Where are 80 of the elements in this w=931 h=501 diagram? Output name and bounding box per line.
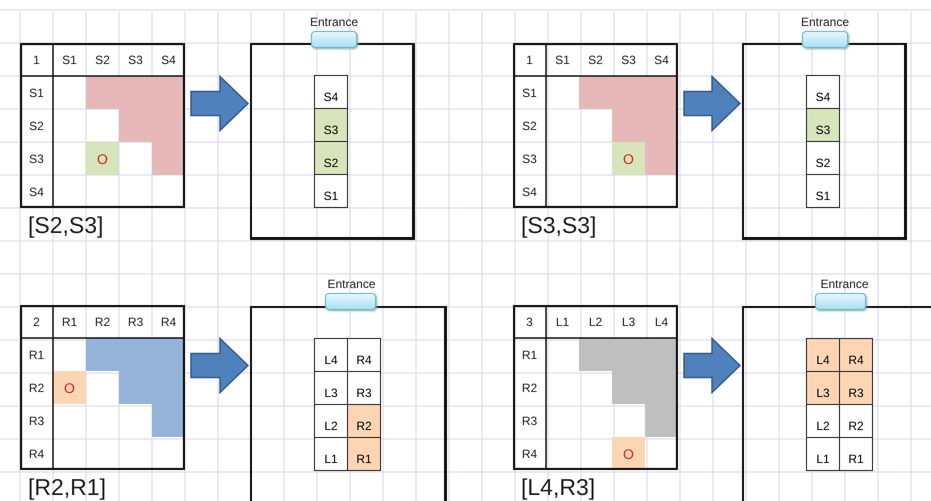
column-header: R1 (60, 315, 78, 329)
selection-mark: O (96, 152, 109, 166)
block-arrow (190, 74, 250, 132)
row-header: S3 (28, 152, 45, 166)
column-header: L1 (554, 315, 570, 329)
block-arrow (190, 336, 250, 394)
coordinate-label: [L4,R3] (521, 476, 596, 499)
row-header: S2 (521, 119, 538, 133)
storage-slot: S2 (314, 141, 348, 175)
entrance-label: Entrance (308, 15, 360, 29)
row-header: S1 (28, 86, 45, 100)
storage-slot: S3 (806, 108, 840, 142)
column-header: R3 (126, 315, 144, 329)
row-header: R1 (28, 348, 46, 362)
storage-slot: S1 (806, 174, 840, 208)
row-header: S4 (521, 185, 538, 199)
block-arrow (683, 336, 742, 394)
coordinate-label: [S2,S3] (28, 214, 104, 237)
storage-slot: S4 (806, 75, 840, 109)
column-header: S3 (127, 53, 144, 67)
selection-mark: O (622, 152, 635, 166)
storage-slot: S4 (314, 75, 348, 109)
column-header: S3 (620, 53, 637, 67)
table-number: 1 (525, 53, 534, 67)
floor-plan-frame (250, 306, 447, 501)
row-header: R1 (520, 348, 538, 362)
entrance-label: Entrance (326, 277, 377, 291)
column-header: S1 (554, 53, 571, 67)
storage-slot: R2 (347, 404, 381, 438)
selection-mark: O (63, 381, 76, 395)
floor-plan-frame (250, 43, 415, 240)
storage-slot: S2 (806, 141, 840, 175)
storage-slot: R3 (347, 371, 381, 405)
row-header: R3 (28, 414, 46, 428)
row-header: R4 (520, 447, 538, 461)
entrance-label: Entrance (819, 277, 870, 291)
column-header: L3 (620, 315, 636, 329)
storage-slot: R1 (347, 437, 381, 471)
column-header: L2 (588, 315, 604, 329)
storage-slot: L3 (314, 371, 348, 405)
row-header: R3 (520, 414, 538, 428)
column-header: R2 (94, 315, 112, 329)
storage-slot: R1 (839, 437, 873, 471)
column-header: S4 (160, 53, 177, 67)
storage-slot: L1 (806, 437, 840, 471)
floor-plan-frame (742, 43, 907, 240)
storage-slot: L1 (314, 437, 348, 471)
storage-slot: L3 (806, 371, 840, 405)
coordinate-label: [R2,R1] (28, 476, 106, 499)
row-header: R2 (520, 381, 538, 395)
column-header: L4 (654, 315, 670, 329)
column-header: S1 (61, 53, 78, 67)
storage-slot: R2 (839, 404, 873, 438)
storage-slot: S3 (314, 108, 348, 142)
storage-slot: L4 (806, 338, 840, 372)
row-header: S2 (28, 119, 45, 133)
row-header: R2 (28, 381, 46, 395)
storage-slot: R3 (839, 371, 873, 405)
table-number: 3 (525, 315, 534, 329)
row-header: R4 (28, 447, 46, 461)
storage-slot: L2 (806, 404, 840, 438)
storage-slot: L2 (314, 404, 348, 438)
table-number: 2 (32, 315, 41, 329)
storage-slot: S1 (314, 174, 348, 208)
column-header: R4 (160, 315, 178, 329)
storage-slot: L4 (314, 338, 348, 372)
block-arrow (683, 74, 742, 132)
coordinate-label: [S3,S3] (521, 214, 596, 237)
row-header: S4 (28, 185, 45, 199)
row-header: S3 (521, 152, 538, 166)
column-header: S2 (94, 53, 111, 67)
table-number: 1 (32, 53, 41, 67)
entrance-label: Entrance (800, 15, 850, 29)
floor-plan-frame (742, 306, 931, 501)
column-header: S2 (587, 53, 604, 67)
column-header: S4 (653, 53, 670, 67)
storage-slot: R4 (347, 338, 381, 372)
selection-mark: O (622, 447, 635, 461)
storage-slot: R4 (839, 338, 873, 372)
row-header: S1 (521, 86, 538, 100)
